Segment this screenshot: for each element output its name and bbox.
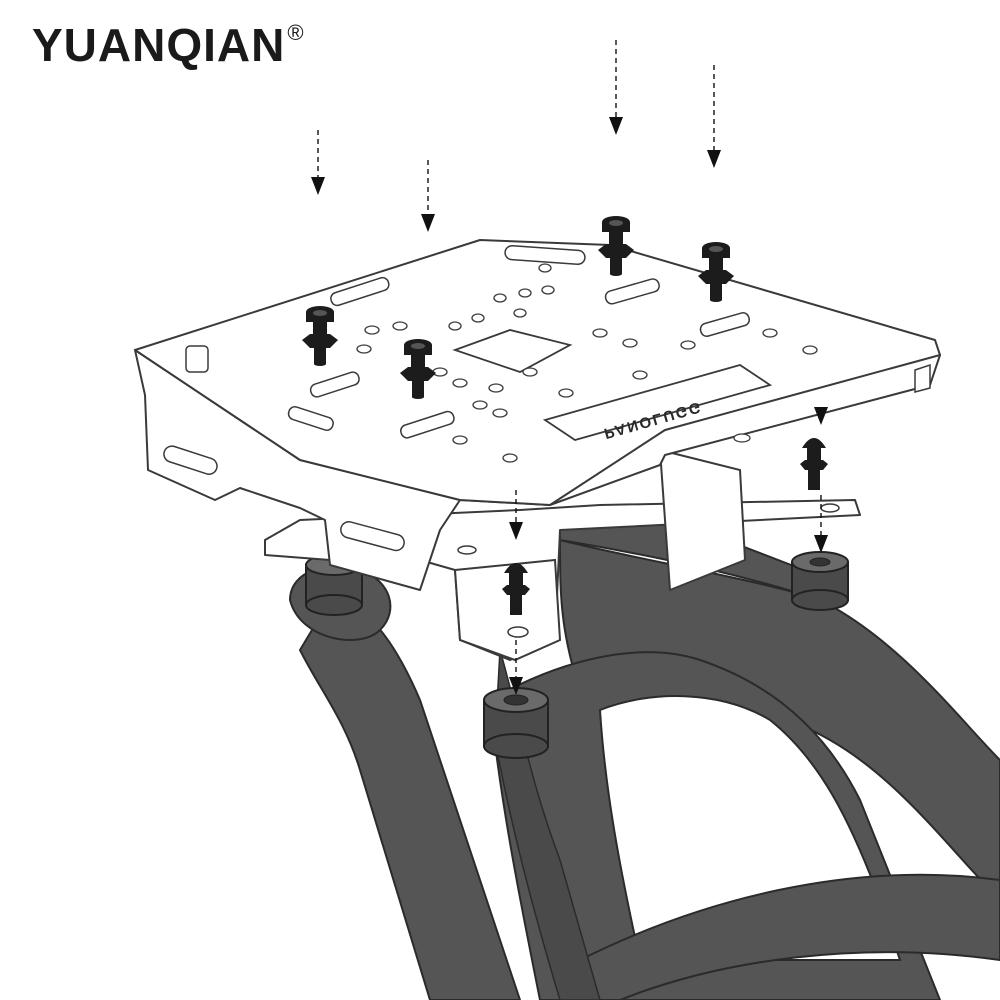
spacer-front <box>483 687 549 759</box>
hole <box>518 288 532 298</box>
hole <box>502 453 518 463</box>
hole <box>452 435 468 445</box>
plate-holes <box>356 263 818 463</box>
top-plate: PANOLUGG <box>134 239 941 591</box>
down-arrow-icon <box>509 490 523 540</box>
mounting-frame <box>288 505 1000 1000</box>
hole <box>733 433 751 443</box>
frame-lower-crossbar <box>558 873 1000 1000</box>
bracket-front-wall <box>453 558 562 662</box>
plate-logo-pocket <box>542 364 773 441</box>
hex-socket-bolt-icon <box>800 438 828 490</box>
hole <box>680 340 696 350</box>
hole <box>492 408 508 418</box>
hole <box>558 388 574 398</box>
slot <box>604 278 660 305</box>
hole <box>541 285 555 295</box>
hole <box>513 308 527 318</box>
hole <box>432 367 448 377</box>
hole <box>488 383 504 393</box>
frame-left-arm <box>298 598 522 1000</box>
hole <box>622 338 638 348</box>
brand-name: YUANQIAN <box>32 19 286 71</box>
slot <box>699 312 751 337</box>
plate-right-lip <box>914 363 931 393</box>
hole <box>538 263 552 273</box>
hole <box>448 321 462 331</box>
assembly-guides <box>311 40 828 695</box>
bolt-set <box>302 216 828 615</box>
skirt-slot-1 <box>163 445 218 475</box>
slot <box>504 244 586 266</box>
hex-socket-bolt-icon <box>598 216 634 276</box>
spacer-right <box>791 551 849 611</box>
hole <box>452 378 468 388</box>
hex-socket-bolt-icon <box>400 339 436 399</box>
hole <box>493 293 507 303</box>
plate-center-cutout <box>452 329 573 373</box>
plate-slots <box>287 244 751 439</box>
down-arrow-icon <box>814 407 828 425</box>
slot <box>330 276 390 307</box>
down-arrow-icon <box>707 65 721 168</box>
bracket-hole-front <box>507 626 529 638</box>
hex-socket-bolt-icon <box>502 563 530 615</box>
bracket-right-wall <box>658 448 747 592</box>
hole <box>392 321 408 331</box>
down-arrow-icon <box>421 160 435 232</box>
hole <box>762 328 778 338</box>
down-arrow-icon <box>814 495 828 553</box>
slot <box>400 410 455 439</box>
bracket-hole-right <box>820 503 840 513</box>
hex-socket-bolt-icon <box>302 306 338 366</box>
down-arrow-icon <box>311 130 325 195</box>
hole <box>802 345 818 355</box>
down-arrow-icon <box>609 40 623 135</box>
hex-socket-bolt-icon <box>698 242 734 302</box>
down-arrow-icon <box>509 640 523 695</box>
brand-logo: YUANQIAN® <box>32 19 305 71</box>
hole <box>592 328 608 338</box>
hole <box>364 325 380 335</box>
bracket-hole-left <box>457 545 477 555</box>
skirt-slot-2 <box>340 521 405 552</box>
trademark-symbol: ® <box>287 20 305 45</box>
hole <box>522 367 538 377</box>
slot <box>287 405 334 431</box>
skirt-post <box>185 345 209 373</box>
hole <box>632 370 648 380</box>
hole <box>471 313 485 323</box>
hole <box>472 400 488 410</box>
slot <box>309 371 360 398</box>
hole <box>356 344 372 354</box>
